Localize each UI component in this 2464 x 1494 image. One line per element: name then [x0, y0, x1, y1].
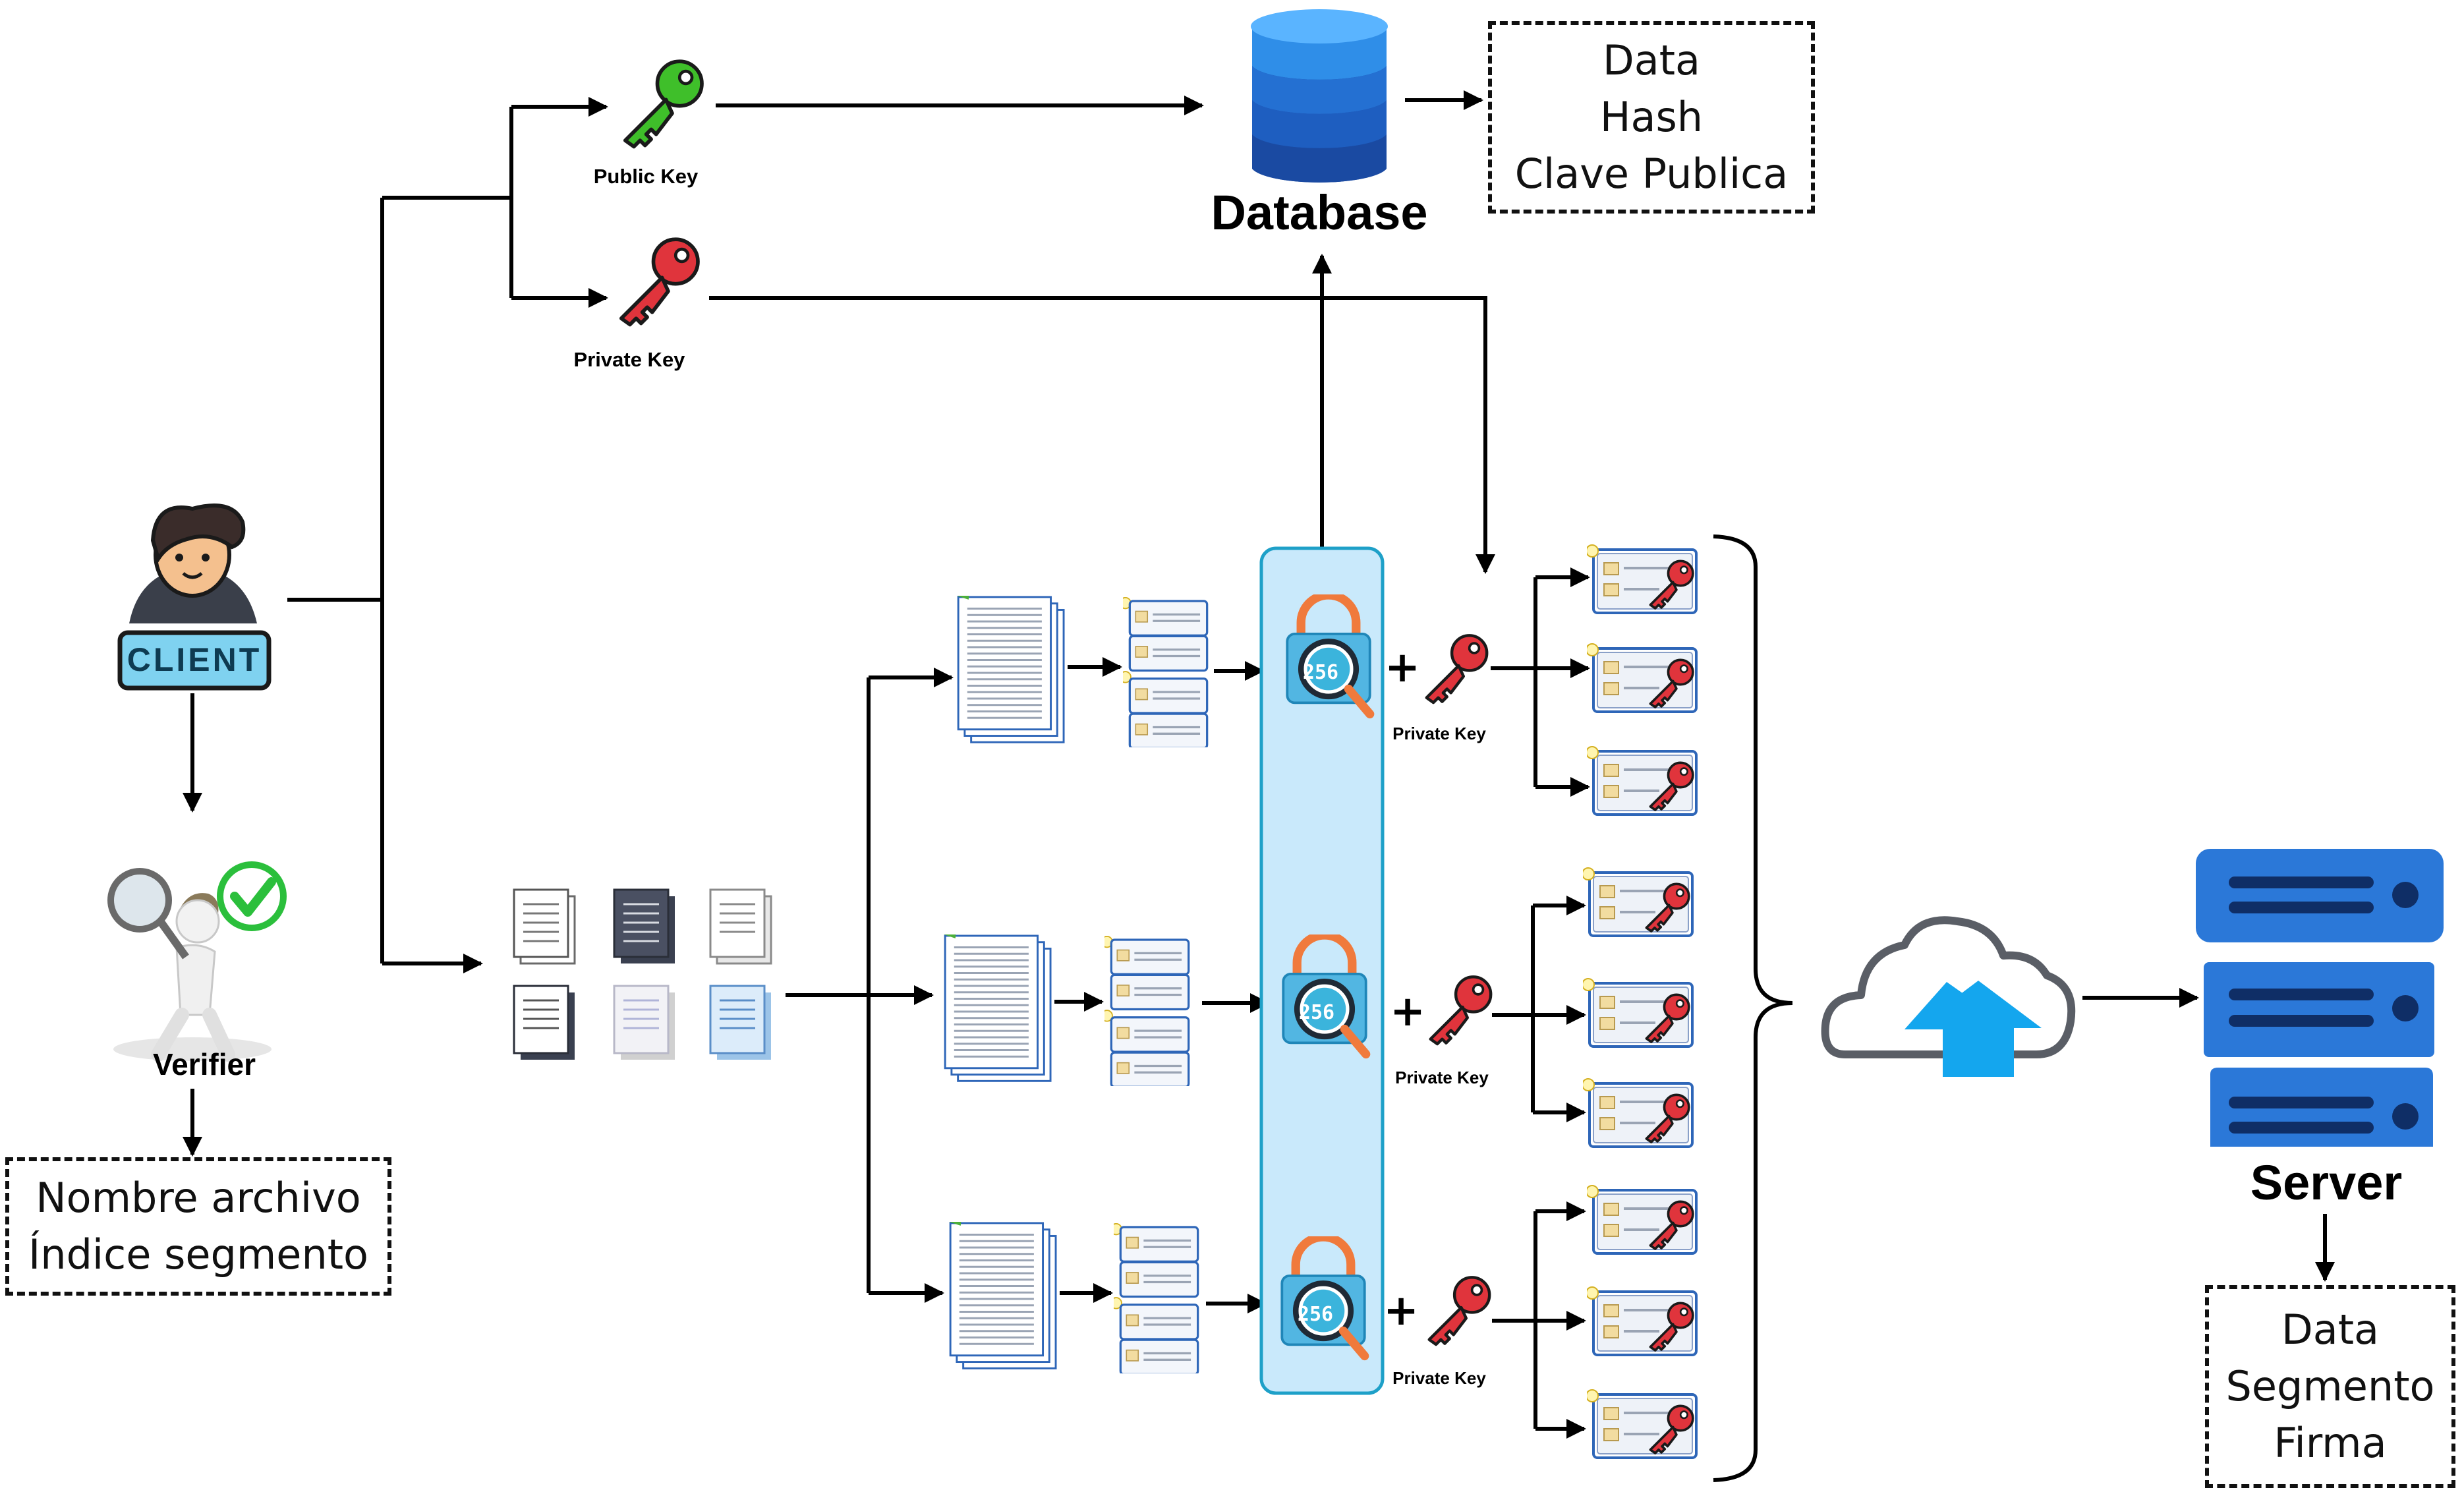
hash-badge-3: 256 — [1298, 1303, 1333, 1326]
file-collection-icon — [513, 888, 772, 1060]
segment-group-2 — [1101, 936, 1188, 1087]
signed-segment-2a — [1582, 868, 1692, 936]
server-box-line-2: Segmento — [2225, 1362, 2435, 1410]
hash-badge-1: 256 — [1303, 661, 1338, 684]
segment-group-3 — [1110, 1224, 1197, 1374]
public-key-label: Public Key — [593, 165, 699, 188]
signed-segment-1a — [1586, 545, 1696, 613]
grouping-brace — [1713, 534, 1793, 1482]
db-box-line-1: Data — [1602, 36, 1701, 84]
verifier-contents-box: Nombre archivo Índice segmento — [5, 1157, 391, 1296]
document-stack-2 — [942, 934, 1052, 1082]
client-badge: CLIENT — [117, 630, 272, 691]
database-icon — [1251, 9, 1388, 183]
client-avatar-icon — [129, 503, 257, 623]
connectors — [183, 90, 2335, 1439]
hash-badge-2: 256 — [1299, 1001, 1334, 1024]
server-label: Server — [2250, 1155, 2403, 1210]
document-stack-3 — [948, 1222, 1057, 1369]
verifier-magnifier-icon — [107, 861, 287, 1062]
signed-segment-1c — [1586, 747, 1696, 815]
signed-segment-3a — [1586, 1186, 1696, 1253]
database-label: Database — [1211, 185, 1428, 240]
db-box-line-2: Hash — [1599, 93, 1704, 141]
signed-segment-1b — [1586, 644, 1696, 712]
verifier-box-line-2: Índice segmento — [28, 1230, 368, 1279]
public-key-icon — [625, 61, 702, 146]
signed-segment-2b — [1582, 979, 1692, 1047]
signed-segment-2c — [1582, 1079, 1692, 1147]
hash-panel — [1259, 546, 1385, 1395]
segment-group-1 — [1120, 598, 1207, 748]
verifier-box-line-1: Nombre archivo — [36, 1174, 361, 1222]
verifier-label: Verifier — [153, 1047, 256, 1081]
private-key-label: Private Key — [573, 348, 685, 371]
plus-sign-2: + — [1390, 987, 1425, 1036]
row-private-key-label-2: Private Key — [1395, 1068, 1489, 1087]
row-private-key-icon-1 — [1427, 635, 1487, 703]
client-badge-text: CLIENT — [127, 641, 262, 678]
row-private-key-icon-3 — [1429, 1277, 1489, 1344]
cloud-upload-icon — [1821, 916, 2076, 1077]
row-private-key-label-1: Private Key — [1392, 724, 1486, 743]
plus-sign-3: + — [1383, 1286, 1419, 1335]
server-box-line-1: Data — [2281, 1306, 2380, 1354]
signed-segment-3b — [1586, 1287, 1696, 1355]
row-private-key-label-3: Private Key — [1392, 1368, 1486, 1388]
plus-sign-1: + — [1385, 643, 1420, 692]
signed-segment-3c — [1586, 1390, 1696, 1458]
row-private-key-icon-2 — [1431, 977, 1491, 1044]
server-box-line-3: Firma — [2274, 1419, 2387, 1467]
db-box-line-3: Clave Publica — [1514, 150, 1789, 198]
document-stack-1 — [956, 596, 1065, 743]
server-contents-box: Data Segmento Firma — [2205, 1285, 2455, 1488]
private-key-icon — [621, 239, 698, 324]
database-contents-box: Data Hash Clave Publica — [1488, 21, 1815, 214]
server-rack-icon — [2196, 849, 2444, 1147]
